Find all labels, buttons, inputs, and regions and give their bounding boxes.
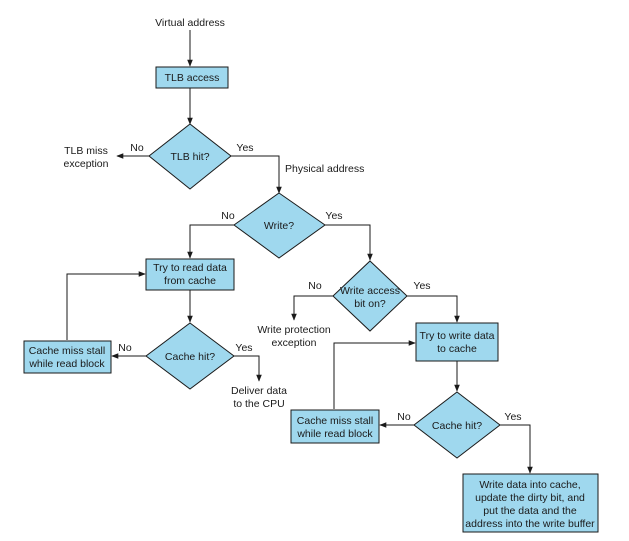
tlb-hit-no-label: No <box>130 142 144 154</box>
write-access-yes-label: Yes <box>413 280 430 292</box>
write-access-label-2: bit on? <box>354 298 386 310</box>
try-read-box <box>145 258 235 291</box>
stall-read-label-1: Cache miss stall <box>29 345 105 357</box>
write-final-label-4: address into the write buffer <box>465 518 595 530</box>
connectors <box>66 30 533 474</box>
write-access-label-1: Write access <box>340 285 400 297</box>
write-label: Write? <box>264 220 294 232</box>
arrow-cachehit-write-yes <box>500 424 533 474</box>
cache-hit-read-no-label: No <box>118 342 132 354</box>
tlb-access-label: TLB access <box>165 72 220 84</box>
write-diamond <box>233 192 326 259</box>
tlb-access-box <box>155 66 229 89</box>
write-no-label: No <box>221 210 235 222</box>
stall-read-label-2: while read block <box>28 358 105 370</box>
cache-hit-read-diamond <box>145 322 235 390</box>
write-protection-label-1: Write protection <box>257 324 330 336</box>
arrow-stall-read-loop <box>66 271 146 340</box>
arrow-writeaccess-yes <box>407 295 460 323</box>
write-final-label-1: Write data into cache, <box>479 479 580 491</box>
try-write-label-2: to cache <box>437 343 477 355</box>
arrow-stall-write-loop <box>333 340 416 409</box>
try-write-box <box>415 322 499 362</box>
cache-hit-write-diamond <box>413 391 501 459</box>
physical-address-label: Physical address <box>285 163 364 175</box>
write-final-label-2: update the dirty bit, and <box>475 492 585 504</box>
arrow-tlbhit-yes <box>231 155 282 194</box>
arrow-cachehit-read-yes <box>234 355 262 382</box>
arrow-write-no <box>187 224 234 259</box>
stall-write-label-2: while read block <box>296 428 373 440</box>
cache-miss-stall-write-box <box>290 409 380 444</box>
cache-miss-stall-read-box <box>23 340 112 374</box>
tlb-hit-yes-label: Yes <box>236 142 253 154</box>
write-yes-label: Yes <box>325 210 342 222</box>
write-final-label-3: put the data and the <box>483 505 577 517</box>
cache-hit-read-yes-label: Yes <box>235 342 252 354</box>
virtual-address-label: Virtual address <box>155 17 225 29</box>
write-final-box <box>462 473 599 533</box>
try-read-label-2: from cache <box>164 275 216 287</box>
try-write-label-1: Try to write data <box>420 330 495 342</box>
write-access-no-label: No <box>308 280 322 292</box>
write-access-diamond <box>332 260 408 332</box>
cache-hit-write-yes-label: Yes <box>504 411 521 423</box>
arrow-write-yes <box>325 224 373 261</box>
cache-hit-write-no-label: No <box>397 411 411 423</box>
try-read-label-1: Try to read data <box>153 262 227 274</box>
write-protection-label-2: exception <box>272 337 317 349</box>
deliver-label-1: Deliver data <box>231 385 287 397</box>
arrow-writeaccess-no <box>291 295 333 321</box>
tlb-hit-label: TLB hit? <box>170 151 209 163</box>
stall-write-label-1: Cache miss stall <box>297 415 373 427</box>
cache-hit-write-label: Cache hit? <box>432 420 482 432</box>
tlb-hit-diamond <box>148 123 232 190</box>
deliver-label-2: to the CPU <box>233 398 284 410</box>
tlb-miss-exception-label-1: TLB miss <box>64 145 108 157</box>
cache-hit-read-label: Cache hit? <box>165 351 215 363</box>
tlb-miss-exception-label-2: exception <box>64 158 109 170</box>
